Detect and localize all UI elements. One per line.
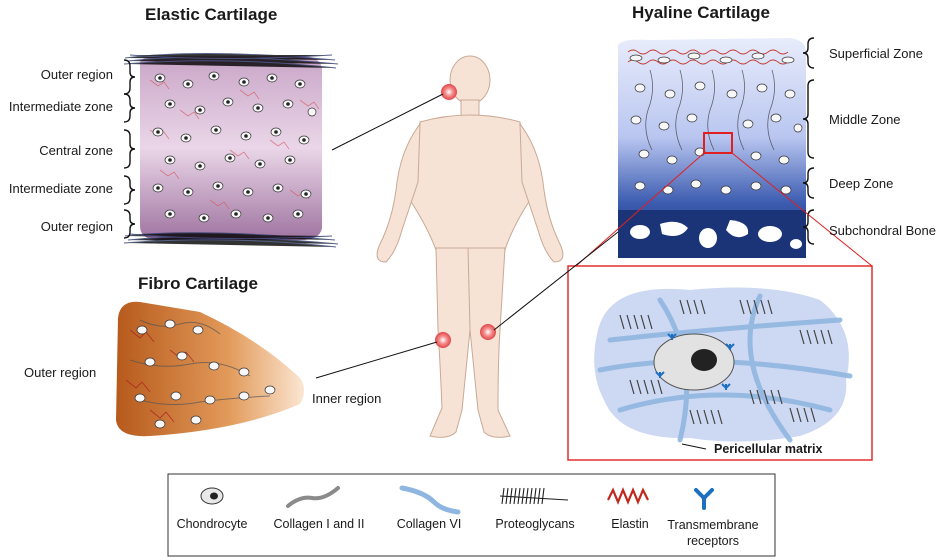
pericellular-inset-content (594, 287, 853, 450)
knee-meniscus-highlight (435, 332, 451, 348)
receptor-icon (694, 488, 714, 510)
elastic-zone-brackets (123, 59, 136, 239)
body-connector-lines (315, 93, 619, 379)
collagen-vi-icon (399, 485, 461, 515)
legend-label-elastin: Elastin (611, 517, 649, 531)
legend-label-transmembrane-line2: receptors (686, 534, 740, 548)
elastic-label-intermediate-top: Intermediate zone (8, 99, 113, 114)
collagen-i-ii-icon (286, 486, 340, 508)
zoom-connector (575, 152, 873, 267)
elastin-icon (607, 487, 649, 505)
elastic-cartilage-title: Elastic Cartilage (145, 5, 278, 24)
fibro-label-outer: Outer region (24, 365, 97, 380)
legend-label-proteoglycans: Proteoglycans (495, 517, 575, 531)
legend-label-transmembrane-line1: Transmembrane (667, 518, 759, 532)
knee-joint-highlight (480, 324, 496, 340)
hyaline-cartilage-block (618, 38, 806, 258)
legend-frame (167, 473, 776, 557)
hyaline-zone-brackets (802, 37, 815, 245)
proteoglycan-icon (499, 487, 569, 505)
elastic-label-intermediate-bottom: Intermediate zone (8, 181, 113, 196)
hyaline-label-deep: Deep Zone (829, 176, 894, 191)
hyaline-cartilage-title: Hyaline Cartilage (632, 3, 770, 22)
elastic-label-outer-bottom: Outer region (40, 219, 113, 234)
legend-label-transmembrane-receptors: Transmembrane receptors (664, 517, 762, 549)
hyaline-label-middle: Middle Zone (829, 112, 901, 127)
elastic-cartilage-block (123, 52, 339, 248)
elastic-label-outer-top: Outer region (40, 67, 113, 82)
legend-label-collagen-vi: Collagen VI (396, 517, 462, 531)
fibro-cartilage-block (116, 301, 304, 437)
legend-icons (200, 485, 714, 515)
legend-label-collagen-i-ii: Collagen I and II (273, 517, 365, 531)
ear-highlight (441, 84, 457, 100)
human-body-figure (376, 55, 564, 438)
fibro-cartilage-title: Fibro Cartilage (138, 274, 258, 293)
legend-label-chondrocyte: Chondrocyte (176, 517, 248, 531)
fibro-label-inner: Inner region (312, 391, 382, 406)
chondrocyte-icon (200, 487, 224, 505)
elastic-label-central: Central zone (39, 143, 113, 158)
pericellular-matrix-label: Pericellular matrix (714, 442, 823, 456)
hyaline-label-superficial: Superficial Zone (829, 46, 923, 61)
hyaline-label-subchondral: Subchondral Bone (829, 223, 936, 238)
subchondral-bone-cavities (630, 220, 802, 249)
